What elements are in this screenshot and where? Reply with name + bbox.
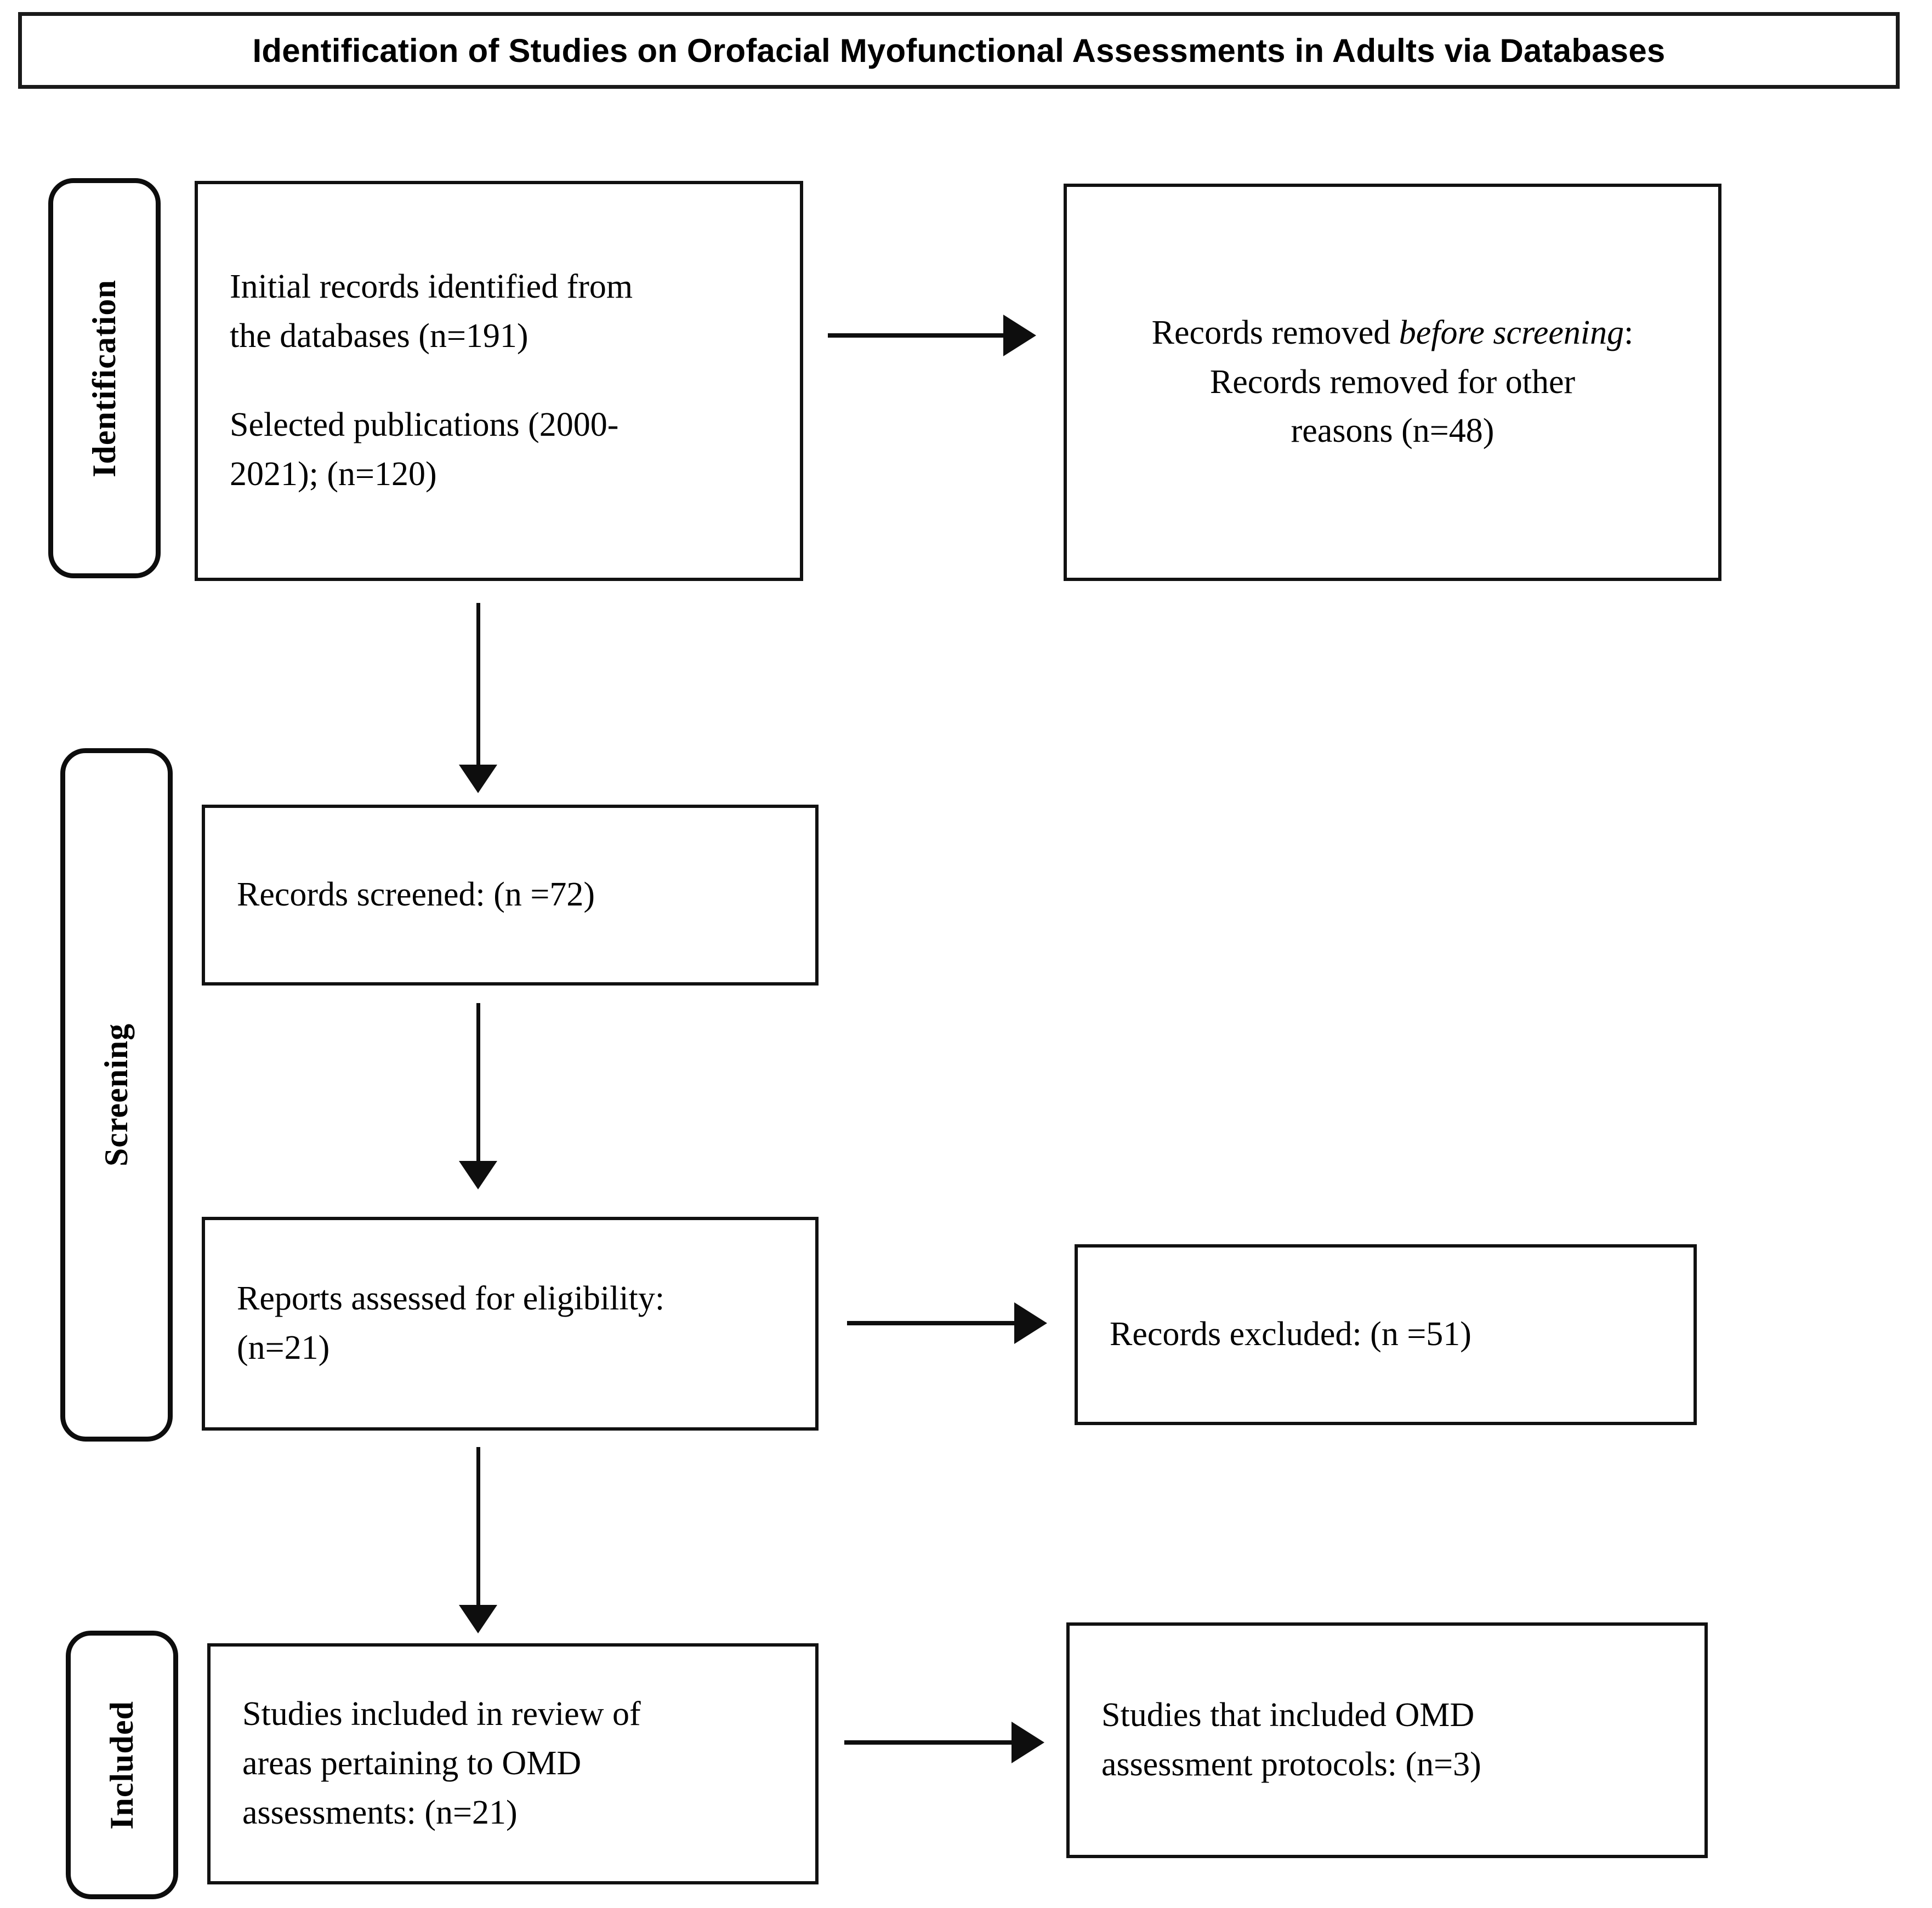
phase-label-screening: Screening xyxy=(98,1023,134,1167)
records-identified-line-4: 2021); (n=120) xyxy=(230,455,437,493)
arrow-head-down-icon xyxy=(459,1605,497,1633)
records-removed-tail: : xyxy=(1624,314,1634,351)
records-excluded-line-1: Records excluded: (n =51) xyxy=(1110,1315,1471,1353)
records-removed-line-3: reasons (n=48) xyxy=(1291,412,1495,450)
records-removed-emphasis: before screening xyxy=(1399,314,1624,351)
records-screened-line-1: Records screened: (n =72) xyxy=(237,876,595,914)
studies-included-line-1: Studies included in review of xyxy=(242,1695,641,1733)
node-studies-protocols-body: Studies that included OMD assessment pro… xyxy=(1070,1691,1704,1790)
arrow-shaft-identified-to-removed xyxy=(828,333,1006,338)
node-studies-included-body: Studies included in review of areas pert… xyxy=(211,1690,815,1838)
node-records-identified-body: Initial records identified from the data… xyxy=(198,263,800,499)
arrow-head-right-icon xyxy=(1012,1722,1044,1763)
node-reports-assessed: Reports assessed for eligibility: (n=21) xyxy=(202,1217,819,1431)
studies-protocols-line-1: Studies that included OMD xyxy=(1101,1696,1475,1734)
arrow-shaft-screened-to-assessed xyxy=(476,1003,480,1167)
arrow-head-down-icon xyxy=(459,1161,497,1189)
arrow-shaft-included-to-protocols xyxy=(844,1740,1014,1745)
node-records-identified: Initial records identified from the data… xyxy=(195,181,803,581)
records-identified-line-1: Initial records identified from xyxy=(230,268,633,306)
page-title: Identification of Studies on Orofacial M… xyxy=(252,32,1666,69)
reports-assessed-line-2: (n=21) xyxy=(237,1329,330,1366)
phase-label-identification: Identification xyxy=(86,279,123,477)
arrow-head-right-icon xyxy=(1014,1302,1047,1344)
node-records-screened-body: Records screened: (n =72) xyxy=(205,870,815,920)
arrow-shaft-assessed-to-included xyxy=(476,1447,480,1611)
node-records-screened: Records screened: (n =72) xyxy=(202,805,819,986)
phase-box-screening: Screening xyxy=(60,748,173,1442)
records-removed-line-2: Records removed for other xyxy=(1209,363,1576,401)
diagram-title-box: Identification of Studies on Orofacial M… xyxy=(18,12,1900,89)
records-identified-line-3: Selected publications (2000- xyxy=(230,406,619,443)
node-records-excluded-body: Records excluded: (n =51) xyxy=(1078,1310,1694,1359)
phase-label-included: Included xyxy=(104,1700,140,1830)
arrow-shaft-assessed-to-excluded xyxy=(847,1321,1017,1325)
phase-box-included: Included xyxy=(66,1631,178,1899)
studies-protocols-line-2: assessment protocols: (n=3) xyxy=(1101,1746,1481,1783)
node-studies-protocols: Studies that included OMD assessment pro… xyxy=(1066,1622,1708,1858)
phase-box-identification: Identification xyxy=(48,178,161,578)
node-records-removed-body: Records removed before screening: Record… xyxy=(1067,309,1718,457)
reports-assessed-line-1: Reports assessed for eligibility: xyxy=(237,1280,665,1318)
studies-included-line-3: assessments: (n=21) xyxy=(242,1793,518,1831)
arrow-head-right-icon xyxy=(1003,315,1036,356)
node-studies-included: Studies included in review of areas pert… xyxy=(207,1643,819,1884)
studies-included-line-2: areas pertaining to OMD xyxy=(242,1745,582,1782)
node-records-excluded: Records excluded: (n =51) xyxy=(1075,1244,1697,1425)
arrow-head-down-icon xyxy=(459,765,497,793)
records-removed-lead: Records removed xyxy=(1151,314,1399,351)
node-reports-assessed-body: Reports assessed for eligibility: (n=21) xyxy=(205,1274,815,1373)
records-identified-line-2: the databases (n=191) xyxy=(230,317,529,355)
node-records-removed-before-screening: Records removed before screening: Record… xyxy=(1064,184,1721,581)
arrow-shaft-identified-to-screened xyxy=(476,603,480,773)
